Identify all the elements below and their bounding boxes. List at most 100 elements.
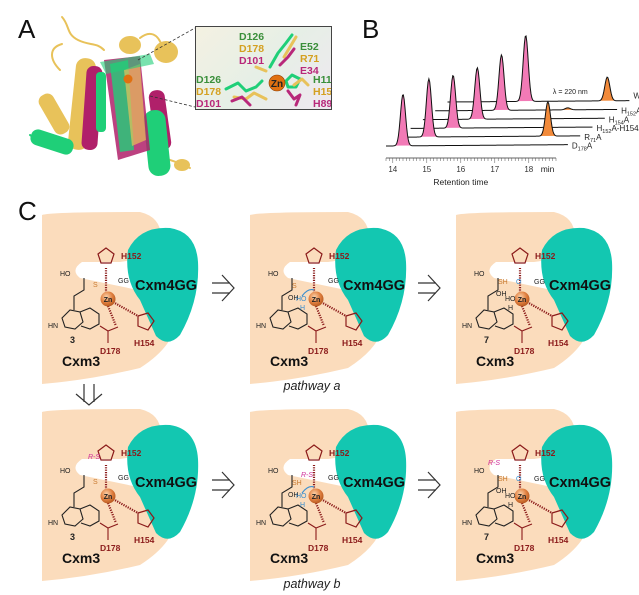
d178-label: D178 xyxy=(308,346,329,356)
h152-imidazole-ring xyxy=(511,444,529,461)
d178-label: D178 xyxy=(100,346,121,356)
zinc-ion xyxy=(514,488,530,504)
x-tick-label: 18 xyxy=(524,165,533,174)
wavelength-annotation: λ = 220 nm xyxy=(553,89,588,96)
x-axis-label: Retention time xyxy=(433,177,488,187)
zinc-ion xyxy=(514,291,530,307)
residue-label-top-2: D178 xyxy=(239,43,264,55)
zn-d178-bond xyxy=(106,502,118,524)
cxm4gg-label: Cxm4GG xyxy=(549,278,611,294)
rs-label: R-S xyxy=(488,460,500,467)
thiol-sh-label: SH xyxy=(498,279,508,286)
substrate-backbone xyxy=(281,475,293,507)
cxm4gg-partner-shape xyxy=(335,227,407,342)
indole-ring xyxy=(269,504,308,527)
residue-label-top-3: D101 xyxy=(239,55,264,67)
cxm4gg-partner-shape xyxy=(127,227,199,342)
substrate-backbone xyxy=(73,278,85,310)
water-ho-label: HO xyxy=(296,493,307,500)
residue-label-top-1: D126 xyxy=(239,31,264,43)
cxm4gg-partner-shape xyxy=(541,227,613,342)
indole-ring xyxy=(61,504,100,527)
substrate-backbone xyxy=(73,475,85,507)
cxm4gg-label: Cxm4GG xyxy=(549,475,611,491)
hn-label: HN xyxy=(462,323,472,330)
d178-carboxylate xyxy=(513,325,533,343)
h152-label: H152 xyxy=(121,448,142,458)
h152-label: H152 xyxy=(121,251,142,261)
carboxylate-o-label: O xyxy=(516,476,522,483)
ho-label: HO xyxy=(268,468,279,475)
h152-label: H152 xyxy=(535,251,556,261)
trace-h152a-h154a: H152A-H154A xyxy=(410,74,639,143)
gg-label: GG xyxy=(118,475,129,482)
h154-label: H154 xyxy=(134,338,155,348)
cxm4gg-label: Cxm4GG xyxy=(135,278,197,294)
zinc-site-marker xyxy=(123,74,133,84)
cxm4gg-partner-shape xyxy=(541,424,613,539)
h152-imidazole-ring xyxy=(97,247,115,264)
indole-ring xyxy=(475,307,514,330)
cxm3-label: Cxm3 xyxy=(270,353,308,369)
gg-label: GG xyxy=(328,278,339,285)
electron-push-arrow xyxy=(301,289,315,297)
d178-carboxylate xyxy=(307,325,327,343)
panel-label-a: A xyxy=(18,14,36,44)
d178-label: D178 xyxy=(308,543,329,553)
gg-label: GG xyxy=(328,475,339,482)
h152-label: H152 xyxy=(535,448,556,458)
d178-carboxylate xyxy=(513,522,533,540)
zn-d178-bond xyxy=(314,502,326,524)
h154-label: H154 xyxy=(342,338,363,348)
h152-label: H152 xyxy=(329,448,350,458)
h152-imidazole-ring xyxy=(97,444,115,461)
cxm3-label: Cxm3 xyxy=(62,353,100,369)
d178-carboxylate xyxy=(99,325,119,343)
zinc-label: Zn xyxy=(312,494,321,501)
x-tick-label: 17 xyxy=(490,165,499,174)
hn-label: HN xyxy=(256,520,266,527)
cxm3-label: Cxm3 xyxy=(476,353,514,369)
d178-label: D178 xyxy=(514,543,535,553)
h152-imidazole-ring xyxy=(511,247,529,264)
d178-carboxylate xyxy=(307,522,327,540)
indole-ring xyxy=(269,307,308,330)
pathway-b-label: pathway b xyxy=(283,577,341,591)
water-h-label: H xyxy=(508,502,513,509)
h154-imidazole-ring xyxy=(551,312,569,331)
cxm3-label: Cxm3 xyxy=(476,550,514,566)
gg-label: GG xyxy=(534,476,545,483)
x-tick-label: 15 xyxy=(422,165,431,174)
chromatogram-traces: WTH152AH154AH152A-H154AR71AD178A xyxy=(385,35,639,160)
h154-imidazole-ring xyxy=(137,312,155,331)
residue-label-tr-2: R71 xyxy=(300,53,319,65)
residue-label-bl-3: D101 xyxy=(196,98,221,109)
arrow-down xyxy=(75,384,103,406)
indole-ring xyxy=(61,307,100,330)
h154-imidazole-ring xyxy=(551,509,569,528)
h152-label: H152 xyxy=(329,251,350,261)
zinc-label: Zn xyxy=(104,494,113,501)
active-site-inset: Zn D126 D178 D101 E52 R71 E34 D126 D178 … xyxy=(195,26,332,110)
oh-label: OH xyxy=(496,291,507,298)
residue-label-tr-3: E34 xyxy=(300,65,319,77)
d178-label: D178 xyxy=(514,346,535,356)
d178-carboxylate xyxy=(99,522,119,540)
thiol-sh-label: SH xyxy=(498,476,508,483)
residue-label-br-2: H154 xyxy=(313,86,331,98)
thioester-s-label: S xyxy=(93,479,98,486)
inset-connector-top xyxy=(137,27,196,61)
h154-label: H154 xyxy=(548,338,569,348)
oh-label: OH xyxy=(496,488,507,495)
water-h-label: H xyxy=(300,502,305,509)
compound-number: 3 xyxy=(70,335,75,345)
cxm4gg-label: Cxm4GG xyxy=(135,475,197,491)
x-axis-unit: min xyxy=(541,164,555,174)
protein-structure-panel xyxy=(29,16,196,176)
rs-label: R-S xyxy=(301,472,313,479)
water-h-label: H xyxy=(300,305,305,312)
trace-d178a: D178A xyxy=(385,94,593,160)
